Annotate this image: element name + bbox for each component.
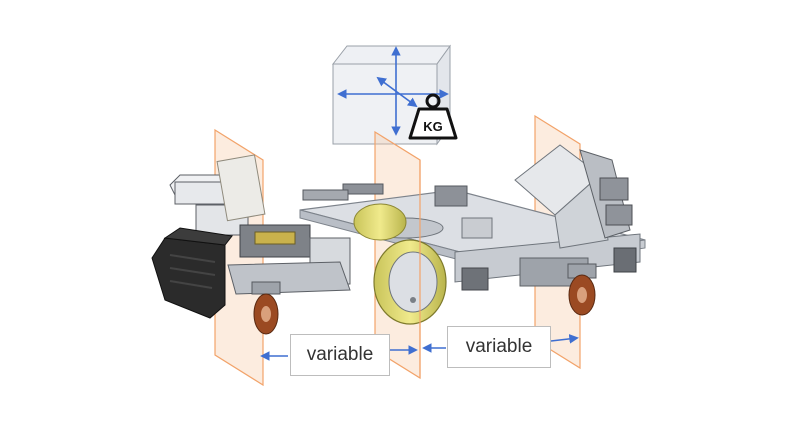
weight-kg-icon: KG [408,93,458,140]
spacing-label-left: variable [290,334,390,376]
rear-caster-wheel [567,263,597,316]
spacing-label-right: variable [447,326,551,368]
axis-arrows-icon [337,46,449,136]
spacing-arrow-icon [260,334,579,361]
front-caster-wheel [251,281,281,335]
front-drive-wheel [373,239,447,325]
controller-stack [169,154,351,295]
rear-drive-wheel [353,203,407,241]
battery-pack [151,227,233,319]
weight-unit-label: KG [423,119,443,134]
sensor-mount [514,144,637,273]
